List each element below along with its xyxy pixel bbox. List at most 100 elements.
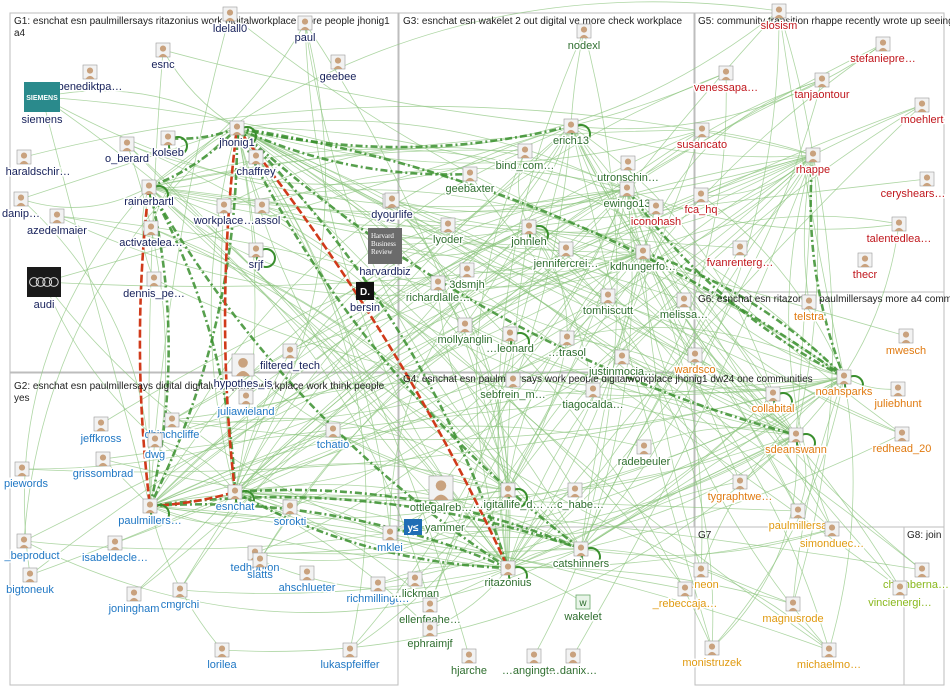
node-workplace[interactable]: workplace…workplace…: [191, 198, 256, 229]
node-bind-com[interactable]: bind_com…bind_com…: [494, 143, 556, 174]
node-stefaniepre[interactable]: stefaniepre…stefaniepre…: [849, 36, 917, 67]
node-ceryshears[interactable]: ceryshears…ceryshears…: [879, 171, 947, 202]
node-richmillingt[interactable]: richmillingt…richmillingt…: [345, 576, 411, 607]
node-harvardbiz[interactable]: HarvardBusinessReviewharvardbizharvardbi…: [358, 228, 412, 280]
node-activatelea[interactable]: activatelea…activatelea…: [118, 220, 184, 251]
node-rebeccaja[interactable]: _rebeccaja…_rebeccaja…: [650, 581, 719, 612]
node-ellenfeahe[interactable]: ellenfeahe…ellenfeahe…: [398, 597, 462, 628]
node-igitallife-d[interactable]: …igitallife_d……igitallife_d…: [471, 482, 545, 513]
node-jennifercrei[interactable]: jennifercrei…jennifercrei…: [531, 241, 600, 272]
node-venessapa[interactable]: venessapa…venessapa…: [692, 65, 760, 96]
node-michaelmo[interactable]: michaelmo…michaelmo…: [795, 642, 863, 673]
node-richardlalle[interactable]: richardlalle…richardlalle…: [404, 275, 472, 306]
node-benediktpa[interactable]: benediktpa…benediktpa…: [56, 64, 124, 95]
node-tiagocalda[interactable]: tiagocalda…tiagocalda…: [561, 382, 625, 413]
node-fvanrenterg[interactable]: fvanrenterg…fvanrenterg…: [705, 240, 775, 271]
node-isabeldecle[interactable]: isabeldecle…isabeldecle…: [80, 535, 150, 566]
node-danip[interactable]: danip…danip…: [1, 191, 41, 222]
node-vincienergi[interactable]: vincienergi…vincienergi…: [867, 580, 933, 611]
node-kdhungerfo[interactable]: kdhungerfo…kdhungerfo…: [608, 244, 678, 275]
node-paulmillers[interactable]: paulmillers…paulmillers…: [117, 498, 183, 529]
node-simonduec[interactable]: simonduec…simonduec…: [798, 521, 866, 552]
node-dennis-pe[interactable]: dennis_pe…dennis_pe…: [122, 271, 186, 302]
node-tygraphtwe[interactable]: tygraphtwe…tygraphtwe…: [706, 474, 774, 505]
node-assol[interactable]: …assol…assol: [242, 198, 282, 229]
node-justinmocia[interactable]: justinmocia…justinmocia…: [586, 349, 657, 380]
node-melissa[interactable]: melissa…melissa…: [658, 292, 710, 323]
node-danix[interactable]: …danix……danix…: [547, 648, 599, 679]
node-utronschin[interactable]: utronschin…utronschin…: [596, 155, 660, 186]
node-talentedlea[interactable]: talentedlea…talentedlea…: [865, 216, 933, 247]
node-haraldschir[interactable]: haraldschir…haraldschir…: [4, 149, 72, 180]
node-beproduct[interactable]: _beproduct_beproduct: [2, 533, 61, 564]
node-angingte[interactable]: …angingte……angingte…: [500, 648, 568, 679]
node-ottlegalreb[interactable]: ottlegalreb…ottlegalreb…: [408, 475, 474, 516]
node-c-habe[interactable]: …c_habe……c_habe…: [544, 482, 606, 513]
node-trasol[interactable]: …trasol…trasol: [547, 330, 587, 361]
